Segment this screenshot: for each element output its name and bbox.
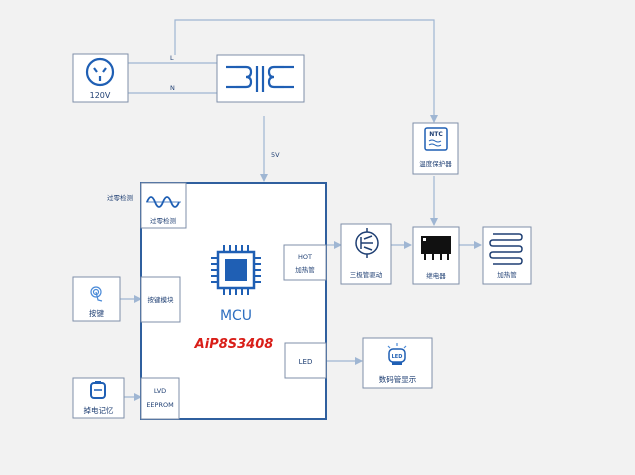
mcu-label: MCU <box>220 308 252 324</box>
hot-port-block: HOT 加热管 <box>283 244 327 281</box>
relay-icon <box>421 236 451 260</box>
led-badge: LED <box>392 354 403 360</box>
relay-block: 继电器 <box>412 226 460 285</box>
relay-label: 继电器 <box>426 271 446 280</box>
led-port-label: LED <box>299 358 313 366</box>
triode-icon <box>355 228 379 258</box>
display-label: 数码管显示 <box>379 374 417 384</box>
temp-protector-block: NTC 温度保护器 <box>412 122 459 175</box>
chip-icon <box>211 245 261 295</box>
outlet-icon <box>85 57 115 87</box>
hot-label: HOT <box>298 253 312 261</box>
button-module-label: 按键模块 <box>148 295 175 304</box>
mcu-block: MCU AiP8S3408 过零检测 过零检测 按键模块 LVD EEPROM … <box>107 182 327 420</box>
outlet-block: 120V <box>72 53 129 103</box>
display-block: LED 数码管显示 <box>362 337 433 389</box>
zero-cross-block: 过零检测 <box>140 182 187 229</box>
transformer-block <box>216 54 305 103</box>
heater-coil-icon <box>489 233 523 265</box>
finger-press-icon <box>90 286 103 302</box>
transformer-icon <box>226 65 294 92</box>
wire-n-label: N <box>170 84 175 92</box>
zero-cross-outer-label: 过零检测 <box>107 193 134 202</box>
lvd-label: LVD <box>154 387 166 395</box>
ntc-badge: NTC <box>429 131 443 138</box>
lvd-block: LVD EEPROM <box>140 377 180 420</box>
triode-drive-label: 三极管驱动 <box>350 270 383 279</box>
heater-block: 加热管 <box>482 226 532 285</box>
button-module-block: 按键模块 <box>140 276 181 323</box>
button-label: 按键 <box>89 308 104 318</box>
power-memory-block: 掉电记忆 <box>72 377 125 419</box>
part-number: AiP8S3408 <box>194 337 274 352</box>
top-bus-line <box>174 19 438 123</box>
battery-icon <box>90 381 106 399</box>
power-5v-label: 5V <box>271 151 280 159</box>
led-bulb-icon: LED <box>387 343 407 365</box>
wire-l-label: L <box>170 54 174 62</box>
led-port-block: LED <box>284 342 327 379</box>
power-memory-label: 掉电记忆 <box>84 405 114 415</box>
triode-drive-block: 三极管驱动 <box>340 223 392 285</box>
eeprom-label: EEPROM <box>146 401 173 409</box>
hot-heater-label: 加热管 <box>295 265 315 274</box>
temp-protect-label: 温度保护器 <box>419 159 452 168</box>
outlet-label: 120V <box>90 91 111 100</box>
zero-cross-inner-label: 过零检测 <box>150 216 177 225</box>
button-block: 按键 <box>72 276 121 322</box>
heater-label: 加热管 <box>497 270 517 279</box>
